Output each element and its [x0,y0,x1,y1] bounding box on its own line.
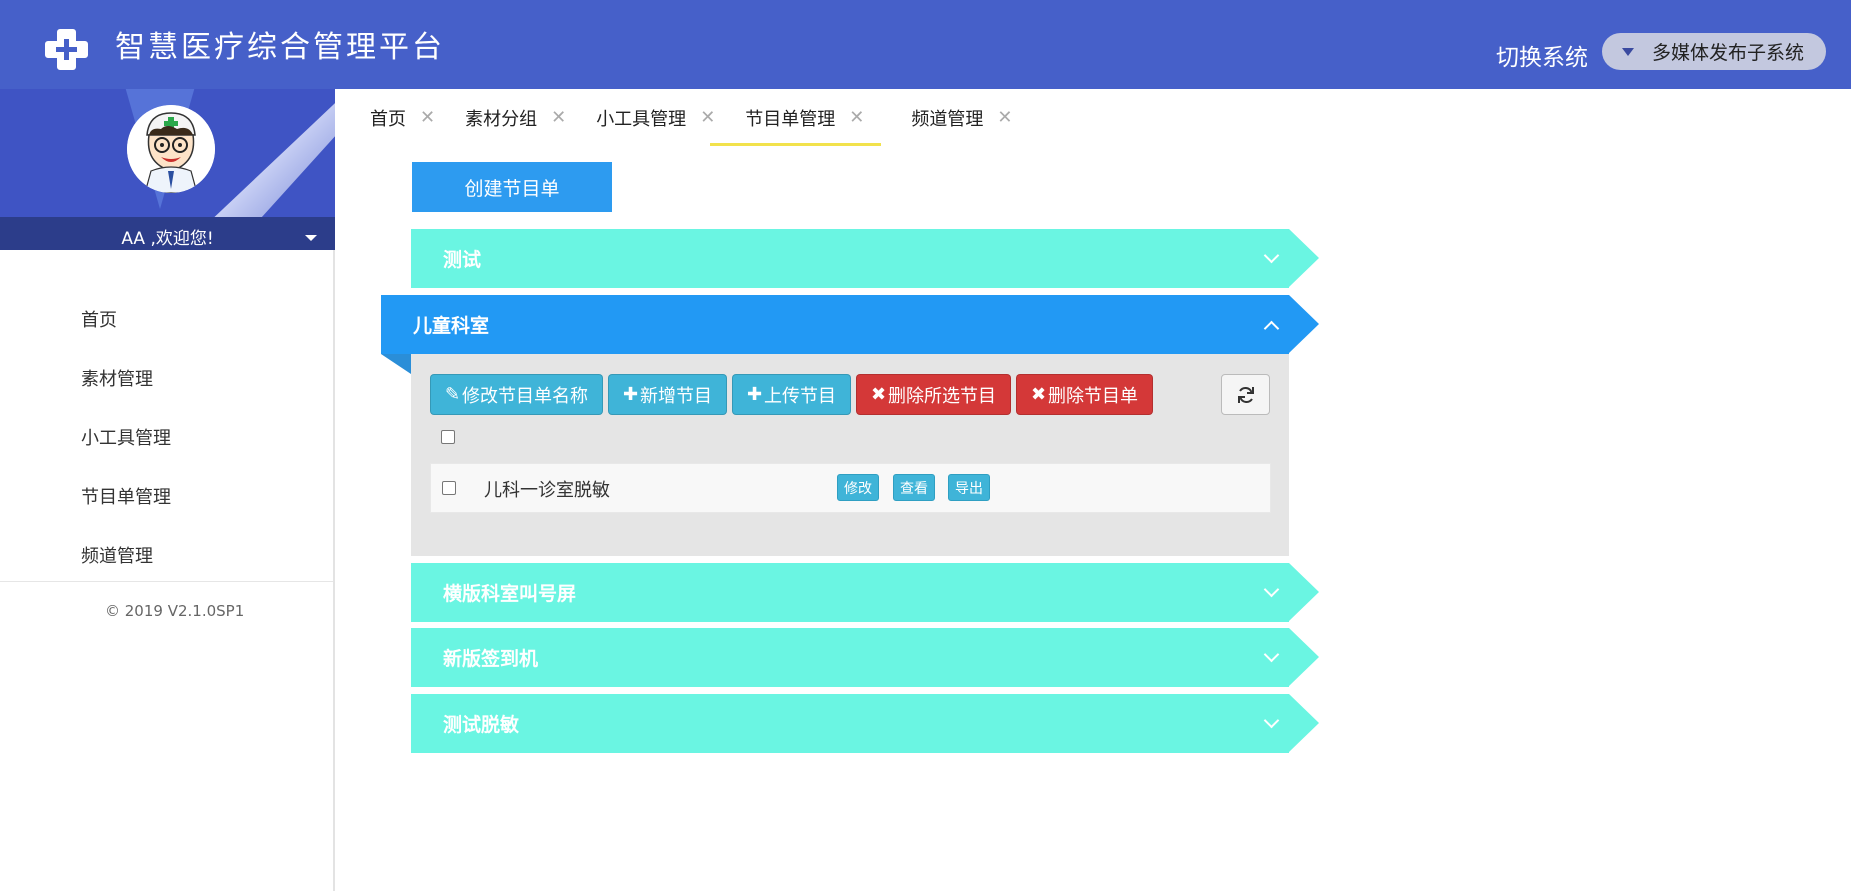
chevron-up-icon [1263,320,1280,337]
button-label: 修改节目单名称 [462,385,589,407]
sidebar-item-home[interactable]: 首页 [81,310,117,331]
copyright: © 2019 V2.1.0SP1 [105,602,245,620]
doctor-avatar[interactable] [127,105,215,193]
banner-tip [1289,229,1319,287]
playlist-title: 测试脱敏 [443,714,520,736]
playlist-banner-test-masked[interactable]: 测试脱敏 [411,694,1319,753]
playlist-banner-children[interactable]: 儿童科室 [381,295,1319,354]
tab-label: 频道管理 [911,108,984,130]
delete-selected-button[interactable]: ✖ 删除所选节目 [856,374,1011,415]
tab-playlists[interactable]: 节目单管理 ✕ [710,89,882,146]
welcome-bar [0,217,335,250]
banner-tip [1289,563,1319,621]
tab-home[interactable]: 首页 ✕ [370,89,435,146]
banner-tip [1289,295,1319,353]
close-icon: ✖ [870,384,887,405]
tab-label: 小工具管理 [596,108,687,130]
upload-program-button[interactable]: ✚ 上传节目 [732,374,851,415]
medical-cross-logo-icon [45,29,88,70]
caret-down-icon [1622,47,1634,56]
close-icon[interactable]: ✕ [700,107,716,128]
sidebar: AA ,欢迎您! 首页 素材管理 小工具管理 节目单管理 频道管理 © 2019… [0,89,335,891]
app-title: 智慧医疗综合管理平台 [115,30,445,65]
tab-label: 节目单管理 [745,108,836,130]
close-icon[interactable]: ✕ [997,107,1013,128]
close-icon[interactable]: ✕ [551,107,567,128]
plus-icon: ✚ [746,384,763,405]
chevron-down-icon [1263,581,1280,598]
divider [0,581,333,582]
add-program-button[interactable]: ✚ 新增节目 [608,374,727,415]
tab-label: 素材分组 [465,108,538,130]
select-all-checkbox[interactable] [441,430,455,444]
view-program-button[interactable]: 查看 [893,474,935,501]
playlist-title: 儿童科室 [413,315,490,337]
refresh-icon [1237,386,1254,403]
banner-tip [1289,628,1319,686]
playlist-panel: ✎ 修改节目单名称 ✚ 新增节目 ✚ 上传节目 ✖ 删除所选节目 ✖ 删除节目单… [411,354,1289,556]
profile-card: AA ,欢迎您! [0,89,335,250]
close-icon[interactable]: ✕ [849,107,865,128]
playlist-banner-horizontal-queue[interactable]: 横版科室叫号屏 [411,563,1319,622]
row-checkbox[interactable] [442,481,456,495]
pencil-icon: ✎ [444,384,461,405]
button-label: 删除所选节目 [888,385,997,407]
close-icon: ✖ [1030,384,1047,405]
tab-material-groups[interactable]: 素材分组 ✕ [465,89,566,146]
top-header: 智慧医疗综合管理平台 切换系统 多媒体发布子系统 [0,0,1851,89]
welcome-text[interactable]: AA ,欢迎您! [121,229,214,249]
chevron-down-icon [1263,646,1280,663]
playlist-title: 横版科室叫号屏 [443,583,577,605]
table-row: 儿科一诊室脱敏 修改 查看 导出 [430,463,1271,513]
edit-program-button[interactable]: 修改 [837,474,879,501]
sidebar-item-widgets[interactable]: 小工具管理 [81,428,171,449]
button-label: 新增节目 [640,385,713,407]
rename-playlist-button[interactable]: ✎ 修改节目单名称 [430,374,603,415]
tab-bar: 首页 ✕ 素材分组 ✕ 小工具管理 ✕ 节目单管理 ✕ 频道管理 ✕ [336,89,1851,146]
system-select[interactable]: 多媒体发布子系统 [1602,33,1826,70]
caret-down-icon[interactable] [305,235,317,241]
plus-icon: ✚ [622,384,639,405]
delete-playlist-button[interactable]: ✖ 删除节目单 [1016,374,1153,415]
sidebar-item-playlists[interactable]: 节目单管理 [81,487,171,508]
close-icon[interactable]: ✕ [420,107,436,128]
switch-system-label: 切换系统 [1496,45,1588,71]
sidebar-item-materials[interactable]: 素材管理 [81,369,153,390]
playlist-banner-checkin[interactable]: 新版签到机 [411,628,1319,687]
export-program-button[interactable]: 导出 [948,474,990,501]
banner-tip [1289,694,1319,752]
refresh-button[interactable] [1221,374,1270,415]
program-name: 儿科一诊室脱敏 [484,480,610,501]
system-select-value: 多媒体发布子系统 [1652,42,1805,64]
create-playlist-button[interactable]: 创建节目单 [412,162,612,212]
playlist-title: 测试 [443,249,482,271]
playlist-banner-test[interactable]: 测试 [411,229,1319,288]
chevron-down-icon [1263,712,1280,729]
button-label: 删除节目单 [1048,385,1139,407]
button-label: 上传节目 [764,385,837,407]
tab-widgets[interactable]: 小工具管理 ✕ [596,89,715,146]
tab-label: 首页 [370,108,406,130]
chevron-down-icon [1263,247,1280,264]
tab-channels[interactable]: 频道管理 ✕ [911,89,1012,146]
sidebar-nav: 首页 素材管理 小工具管理 节目单管理 频道管理 [0,302,333,597]
sidebar-item-channels[interactable]: 频道管理 [81,546,153,567]
playlist-title: 新版签到机 [443,648,539,670]
banner-fold [381,354,411,374]
